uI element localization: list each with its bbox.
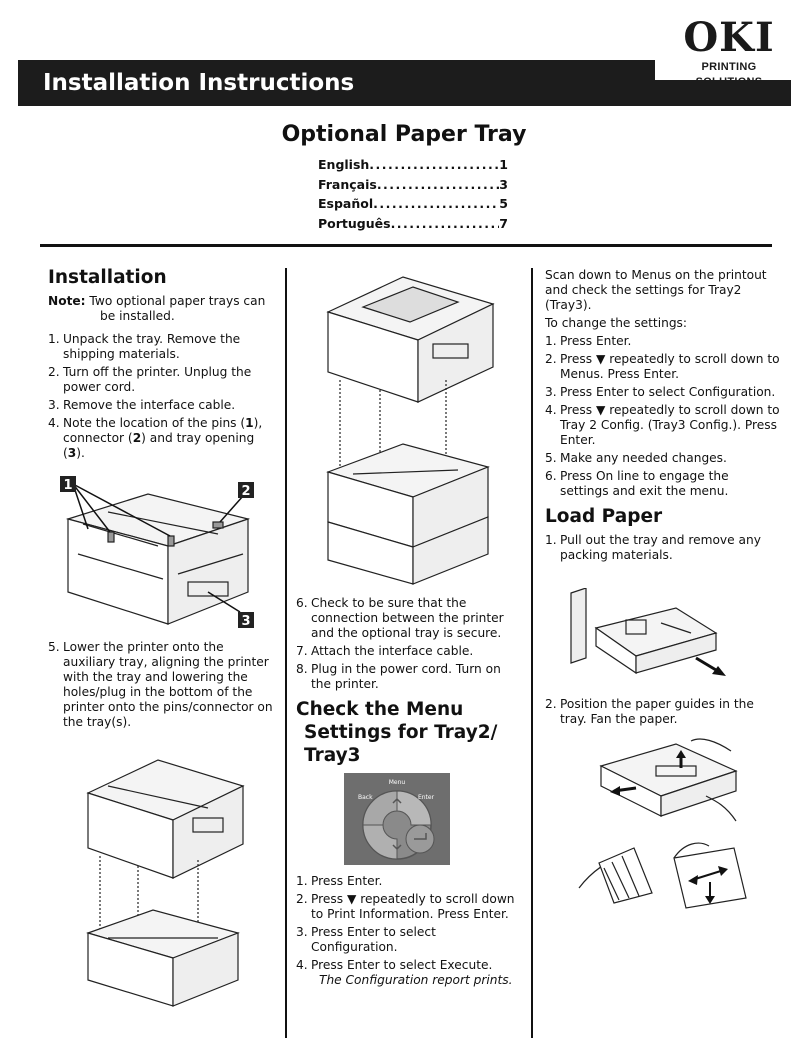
callout-2: 2 xyxy=(241,484,250,499)
callout-1: 1 xyxy=(63,478,72,493)
toc-page-number: 7 xyxy=(499,215,508,231)
note-label: Note: xyxy=(48,294,86,308)
control-panel-illustration: Back Menu Enter xyxy=(344,773,450,865)
fan-paper-illustration xyxy=(578,842,747,909)
list-item: 3.Press Enter to select Configuration. xyxy=(296,925,436,954)
arrow-down-icon xyxy=(705,896,715,904)
list-item: 4.Note the location of the pins (1), con… xyxy=(48,416,263,460)
toc-row: Français ...............................… xyxy=(318,175,508,195)
arrow-icon xyxy=(712,666,726,676)
panel-enter-label: Enter xyxy=(418,794,435,801)
arrow-up-icon xyxy=(676,750,686,758)
column-divider xyxy=(531,268,533,1038)
change-settings-steps: 1.Press Enter. 2.Press ▼ repeatedly to s… xyxy=(545,334,780,499)
list-item: 8.Plug in the power cord. Turn on the pr… xyxy=(296,662,501,691)
toc-language: Español xyxy=(318,196,374,211)
toc-page-number: 1 xyxy=(499,157,508,172)
middle-steps: 6.Check to be sure that the connection b… xyxy=(296,596,524,771)
installation-note: Note: Two optional paper trays can be in… xyxy=(48,294,276,324)
enter-icon xyxy=(414,833,427,840)
toc-leader: ........................................ xyxy=(369,157,499,172)
list-item: 1.Press Enter. xyxy=(296,874,383,888)
list-item: 2.Press ▼ repeatedly to scroll down to M… xyxy=(545,352,780,381)
list-item: 6.Check to be sure that the connection b… xyxy=(296,596,504,640)
header-bar-extension xyxy=(655,80,791,106)
table-of-contents: English ................................… xyxy=(318,155,508,233)
installation-heading: Installation xyxy=(48,267,167,288)
list-item: 5.Make any needed changes. xyxy=(545,451,727,465)
toc-language: Français xyxy=(318,176,377,192)
list-item: 2.Turn off the printer. Unplug the power… xyxy=(48,365,252,394)
list-item: 1.Pull out the tray and remove any packi… xyxy=(545,533,761,562)
arrow-icon xyxy=(688,875,698,885)
arrow-icon xyxy=(718,866,728,876)
list-item: 4.Press Enter to select Execute.The Conf… xyxy=(296,958,513,987)
toc-leader: ........................................ xyxy=(390,215,500,231)
check-menu-heading: Check the Menu Settings for Tray2/ Tray3 xyxy=(296,699,498,766)
arrow-left-icon xyxy=(610,786,620,796)
horizontal-rule xyxy=(40,244,772,247)
change-settings-label: To change the settings: xyxy=(545,316,688,330)
document-title: Optional Paper Tray xyxy=(281,122,527,147)
column-divider xyxy=(285,268,287,1038)
toc-row: English ................................… xyxy=(318,155,508,175)
list-item: 2.Position the paper guides in the tray.… xyxy=(545,697,754,726)
installation-steps: 1.Unpack the tray. Remove the shipping m… xyxy=(48,332,276,461)
list-item: 1.Press Enter. xyxy=(545,334,632,348)
list-item: 5.Lower the printer onto the auxiliary t… xyxy=(48,640,273,729)
chevron-up-icon xyxy=(392,797,402,804)
toc-leader: ........................................ xyxy=(373,196,499,211)
panel-menu-label: Menu xyxy=(389,779,406,786)
chevron-down-icon xyxy=(392,844,402,851)
list-item: 4.Press ▼ repeatedly to scroll down to T… xyxy=(545,403,780,447)
installation-column: Installation Note: Two optional paper tr… xyxy=(48,266,276,464)
settings-intro: Scan down to Menus on the printout and c… xyxy=(545,268,767,312)
callout-3: 3 xyxy=(241,614,250,629)
note-text: be installed. xyxy=(100,309,175,323)
toc-leader: ........................................ xyxy=(376,176,500,192)
pull-tray-illustration xyxy=(570,588,726,676)
tray-pins-illustration: 1 2 3 xyxy=(60,476,254,629)
note-text: Two optional paper trays can xyxy=(89,294,266,308)
list-item: 3.Press Enter to select Configuration. xyxy=(545,385,776,399)
printer-lowering-illustration xyxy=(86,759,245,1007)
toc-page-number: 3 xyxy=(499,176,508,192)
toc-row: Español ................................… xyxy=(318,194,508,214)
toc-page-number: 5 xyxy=(499,196,508,211)
load-paper-step-2: 2.Position the paper guides in the tray.… xyxy=(545,697,780,730)
header-title: Installation Instructions xyxy=(18,60,655,106)
toc-row: Português ..............................… xyxy=(318,214,508,234)
paper-guides-illustration xyxy=(599,738,738,822)
settings-column: Scan down to Menus on the printout and c… xyxy=(545,268,780,566)
list-item: 7.Attach the interface cable. xyxy=(296,644,474,658)
list-item: 1.Unpack the tray. Remove the shipping m… xyxy=(48,332,241,361)
panel-back-label: Back xyxy=(358,794,373,801)
logo-wordmark: OKI xyxy=(683,14,775,61)
toc-language: Português xyxy=(318,215,391,231)
list-item: 6.Press On line to engage the settings a… xyxy=(545,469,729,498)
toc-language: English xyxy=(318,157,370,172)
printer-tray-stack-illustration xyxy=(326,276,495,585)
menu-steps: 1.Press Enter. 2.Press ▼ repeatedly to s… xyxy=(296,874,524,991)
list-item: 3.Remove the interface cable. xyxy=(48,398,236,412)
list-item: 2.Press ▼ repeatedly to scroll down to P… xyxy=(296,892,515,921)
installation-step-5: 5.Lower the printer onto the auxiliary t… xyxy=(48,640,276,733)
load-paper-heading: Load Paper xyxy=(545,506,663,527)
